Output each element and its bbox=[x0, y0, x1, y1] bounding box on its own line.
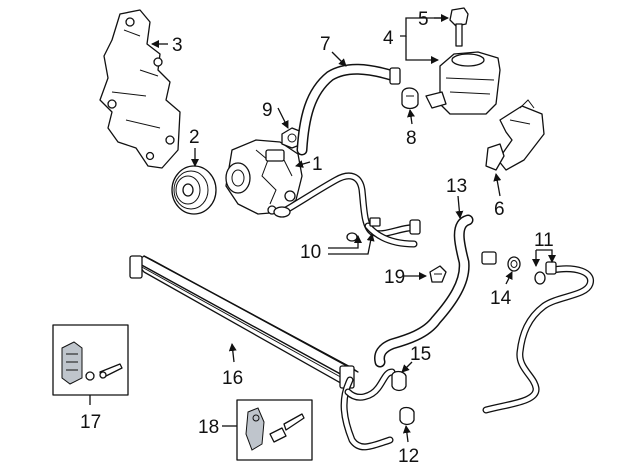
hose-clamp-12[interactable] bbox=[399, 406, 415, 426]
pulley[interactable] bbox=[171, 165, 217, 215]
hose-clamp-15[interactable] bbox=[391, 370, 407, 392]
callout-5: 5 bbox=[418, 9, 429, 30]
oil-cooler[interactable] bbox=[129, 255, 359, 389]
pressure-hose[interactable] bbox=[273, 172, 421, 248]
reservoir-bracket[interactable] bbox=[485, 99, 545, 171]
reservoir-cap[interactable] bbox=[449, 7, 469, 47]
callout-4: 4 bbox=[383, 28, 394, 49]
clip-kit-box[interactable] bbox=[236, 399, 313, 461]
leader-lines bbox=[89, 14, 556, 443]
callout-12: 12 bbox=[398, 446, 419, 467]
fluid-reservoir[interactable] bbox=[425, 51, 501, 115]
hose-clamp-8[interactable] bbox=[401, 87, 419, 110]
cooler-line[interactable] bbox=[340, 368, 396, 451]
return-line[interactable] bbox=[482, 261, 594, 414]
callout-9: 9 bbox=[262, 100, 273, 121]
callout-2: 2 bbox=[189, 127, 200, 148]
callout-14: 14 bbox=[490, 288, 512, 309]
hose-clip-19[interactable] bbox=[429, 265, 447, 283]
callout-17: 17 bbox=[80, 412, 101, 433]
callout-3: 3 bbox=[172, 35, 183, 56]
callout-7: 7 bbox=[320, 34, 331, 55]
power-steering-pump[interactable] bbox=[225, 139, 303, 215]
callout-11: 11 bbox=[534, 230, 554, 251]
sensor-kit-box[interactable] bbox=[52, 324, 129, 396]
mounting-bracket[interactable] bbox=[99, 9, 181, 169]
callout-16: 16 bbox=[222, 368, 243, 389]
callout-15: 15 bbox=[410, 344, 431, 365]
callout-1: 1 bbox=[312, 154, 323, 175]
callout-6: 6 bbox=[494, 199, 505, 220]
callout-8: 8 bbox=[406, 128, 417, 149]
reservoir-hose[interactable] bbox=[296, 63, 401, 156]
callout-numbers: 3 2 1 9 7 4 5 8 6 13 10 19 14 11 15 16 1… bbox=[80, 9, 554, 467]
callout-13: 13 bbox=[446, 176, 467, 197]
callout-19: 19 bbox=[384, 267, 405, 288]
fitting-14[interactable] bbox=[507, 256, 521, 272]
callout-18: 18 bbox=[198, 417, 219, 438]
return-hose[interactable] bbox=[374, 214, 497, 368]
callout-10: 10 bbox=[300, 242, 321, 263]
